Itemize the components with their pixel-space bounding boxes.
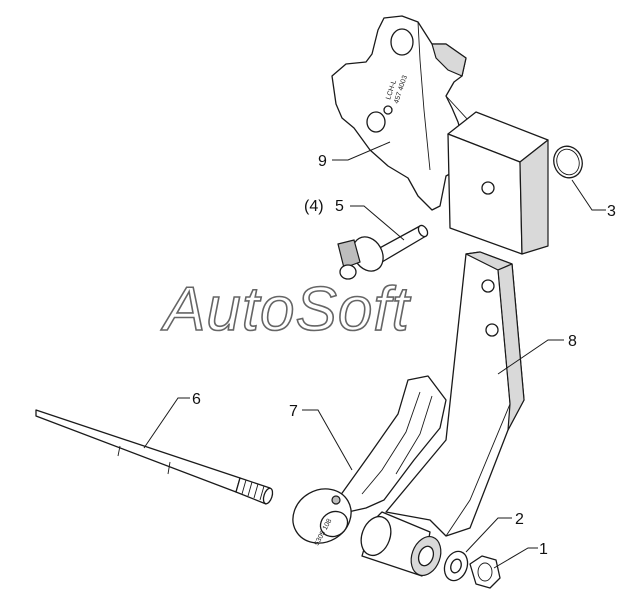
callout-7: 7 <box>289 403 298 420</box>
callout-1: 1 <box>539 541 548 558</box>
callout-6: 6 <box>192 391 201 408</box>
part-5-pin <box>337 224 429 280</box>
part-3-snap-ring <box>553 145 583 179</box>
watermark-text: AutoSoft <box>160 275 412 344</box>
callout-9: 9 <box>318 153 327 170</box>
part-spacer-bushing <box>360 511 442 577</box>
part-9-bracket: LCH-L 457 4003 <box>331 15 549 255</box>
callout-labels: 9 3 (4) 5 8 6 7 2 1 <box>192 153 616 558</box>
part-8-arm <box>385 251 525 537</box>
part-7-lever: 5305 108 <box>292 375 447 547</box>
part-2-washer <box>443 550 469 582</box>
callout-5: 5 <box>335 198 344 215</box>
callout-8: 8 <box>568 333 577 350</box>
callout-2: 2 <box>515 511 524 528</box>
callout-4: (4) <box>304 198 324 215</box>
part-1-nut <box>469 555 501 589</box>
part-6-tapered-rod <box>35 409 274 505</box>
callout-3: 3 <box>607 203 616 220</box>
leader-lines <box>143 141 606 569</box>
